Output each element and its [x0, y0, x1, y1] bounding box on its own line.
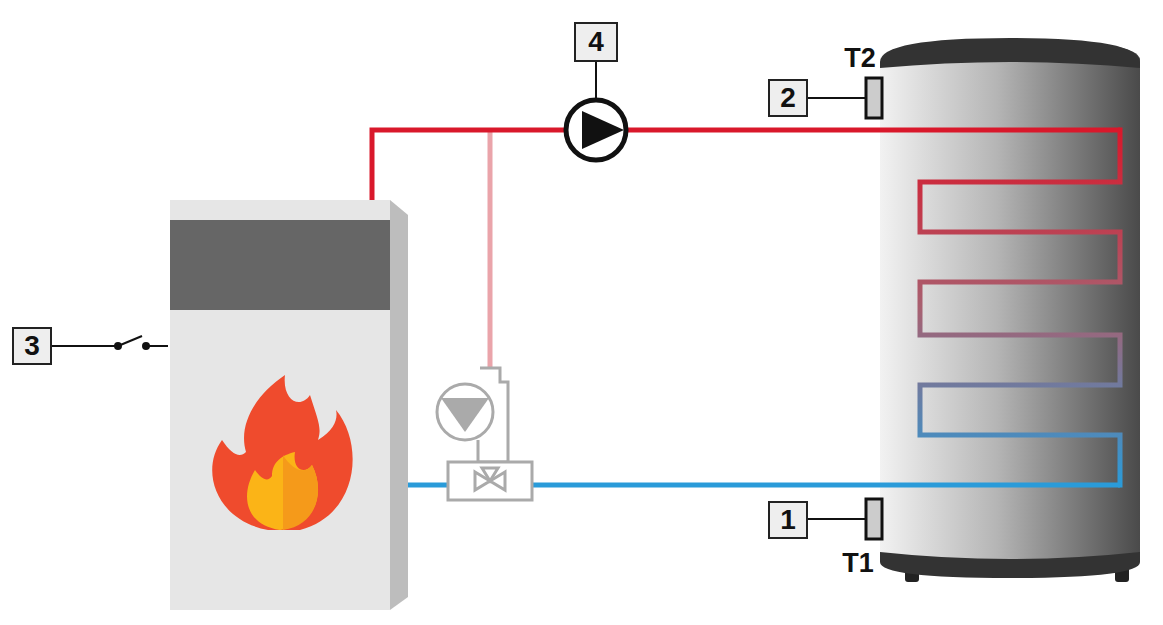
sensor-label: T2 — [844, 45, 876, 72]
mixing-valve — [437, 368, 532, 500]
sensor-label: T1 — [842, 550, 874, 577]
circulation-pump — [566, 62, 626, 160]
callout-number: 4 — [588, 28, 604, 56]
storage-tank — [880, 38, 1140, 582]
callout-number: 2 — [780, 84, 796, 112]
switch-symbol — [52, 336, 168, 349]
callout-box: 2 — [768, 79, 808, 117]
temperature-sensors — [808, 78, 882, 539]
boiler — [170, 200, 408, 610]
pipes — [372, 130, 1120, 485]
callout-number: 1 — [780, 506, 796, 534]
callout-box: 1 — [768, 501, 808, 539]
callout-box: 4 — [574, 22, 618, 62]
callout-number: 3 — [24, 332, 40, 360]
callout-box: 3 — [12, 327, 52, 365]
